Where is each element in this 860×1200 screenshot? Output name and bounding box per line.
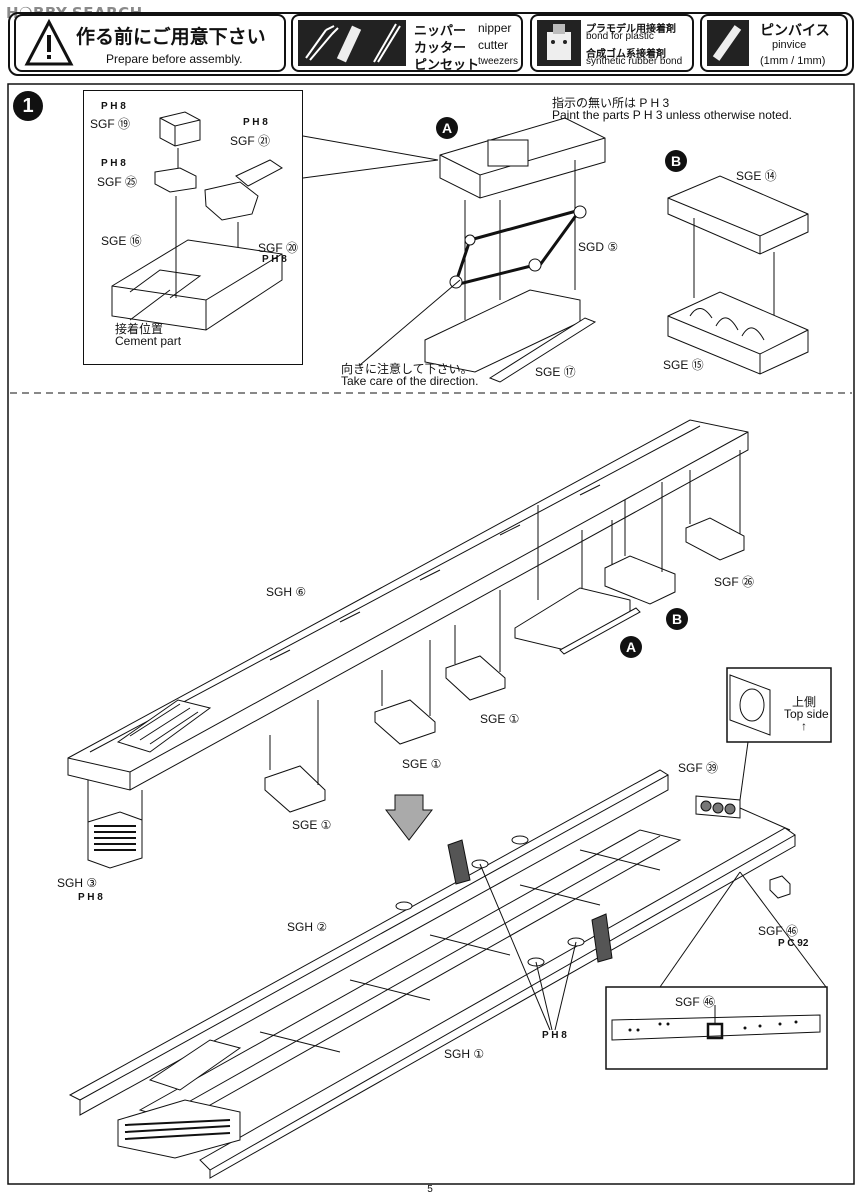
- cement-en: Cement part: [115, 334, 182, 348]
- preparation-header: [8, 12, 854, 76]
- subassembly-b-marker: B: [666, 608, 688, 630]
- rail-detail-zoom: [605, 986, 828, 1070]
- label-sgd5: SGD ⑤: [578, 240, 619, 254]
- label-sgf39: SGF ㊴: [678, 761, 719, 775]
- label-sge17: SGE ⑰: [535, 365, 576, 379]
- label-ph8: P H 8: [101, 158, 126, 169]
- subassembly-a-marker: A: [620, 636, 642, 658]
- cutter-en: cutter: [478, 38, 509, 52]
- nipper-en: nipper: [478, 21, 512, 35]
- inset-parts: [111, 111, 283, 331]
- direction-en: Take care of the direction.: [341, 374, 479, 388]
- label-sgf19: SGF ⑲: [90, 117, 131, 131]
- label-ph8: P H 8: [243, 117, 268, 128]
- bond-rubber-jp: 合成ゴム系接着剤: [586, 49, 666, 60]
- prepare-box: 作る前にご用意下さい Prepare before assembly.: [14, 14, 286, 72]
- label-sgh2: SGH ②: [287, 920, 328, 934]
- cutter-jp: カッター: [414, 40, 467, 55]
- label-sgf25: SGF ㉕: [97, 175, 138, 189]
- prepare-title-en: Prepare before assembly.: [106, 52, 243, 66]
- label-sgf26: SGF ㉖: [714, 575, 755, 589]
- pinvice-en: pinvice: [772, 39, 807, 51]
- top-side-en: Top side: [784, 707, 829, 721]
- label-pc92: P C 92: [778, 938, 809, 949]
- label-sge16: SGE ⑯: [101, 234, 142, 248]
- subassembly-b: [667, 175, 809, 375]
- label-sgf46-detail: SGF ㊻: [675, 995, 716, 1009]
- frame-rail-sgh6: [67, 419, 749, 791]
- nipper-jp: ニッパー: [414, 23, 467, 38]
- tweezers-jp: ピンセット: [414, 57, 480, 72]
- label-ph8: P H 8: [78, 892, 103, 903]
- label-sge1: SGE ①: [292, 818, 332, 832]
- subassembly-a: [359, 117, 606, 383]
- label-sge15: SGE ⑮: [663, 358, 704, 372]
- tools-box: ニッパー nipper カッター cutter ピンセット tweezers: [291, 14, 523, 72]
- top-side-jp: 上側: [792, 695, 817, 709]
- pinvice-icon: [707, 20, 749, 66]
- label-sgf46: SGF ㊻: [758, 924, 799, 938]
- top-side-zoom: [726, 667, 832, 801]
- bond-box: プラモデル用接着剤 bond for plastic 合成ゴム系接着剤 synt…: [530, 14, 694, 72]
- label-ph8: P H 8: [542, 1030, 567, 1041]
- down-arrow-icon: [384, 794, 434, 841]
- label-ph8: P H 8: [262, 254, 287, 265]
- page-number: 5: [427, 1184, 433, 1195]
- label-sgh1: SGH ①: [444, 1047, 485, 1061]
- pinvice-size: (1mm / 1mm): [760, 55, 826, 67]
- grille-sgh3: [87, 780, 143, 869]
- pinvice-jp: ピンバイス: [760, 22, 830, 38]
- step-number: 1: [13, 91, 43, 121]
- label-sgh6: SGH ⑥: [266, 585, 307, 599]
- subassembly-b-marker: B: [665, 150, 687, 172]
- bond-plastic-jp: プラモデル用接着剤: [586, 24, 676, 35]
- assembled-chassis: [68, 769, 827, 1179]
- cement-jp: 接着位置: [115, 322, 164, 336]
- note-jp: 指示の無い所は P H 3: [552, 96, 670, 110]
- note-en: Paint the parts P H 3 unless otherwise n…: [552, 108, 792, 122]
- label-sgf21: SGF ㉑: [230, 134, 271, 148]
- bond-icon: [537, 20, 581, 66]
- bond-plastic-en: bond for plastic: [586, 31, 654, 42]
- tweezers-en: tweezers: [478, 56, 519, 67]
- label-sgh3: SGH ③: [57, 876, 98, 890]
- detail-inset: [83, 90, 303, 365]
- up-arrow-icon: ↑: [801, 719, 807, 733]
- label-ph8: P H 8: [101, 101, 126, 112]
- lamp-bar-sgf39: [695, 795, 791, 831]
- cross-members-sge1: [264, 450, 745, 813]
- direction-jp: 向きに注意して下さい。: [341, 362, 473, 376]
- prepare-title-jp: 作る前にご用意下さい: [76, 27, 266, 48]
- bond-rubber-en: synthetic rubber bond: [586, 56, 683, 67]
- label-sge1: SGE ①: [402, 757, 442, 771]
- label-sge14: SGE ⑭: [736, 169, 777, 183]
- pinvice-box: ピンバイス pinvice (1mm / 1mm): [700, 14, 848, 72]
- subassembly-a-marker: A: [436, 117, 458, 139]
- tools-icon: [298, 20, 406, 66]
- label-sgf20: SGF ⑳: [258, 241, 299, 255]
- warning-icon: [24, 18, 74, 66]
- label-sge1: SGE ①: [480, 712, 520, 726]
